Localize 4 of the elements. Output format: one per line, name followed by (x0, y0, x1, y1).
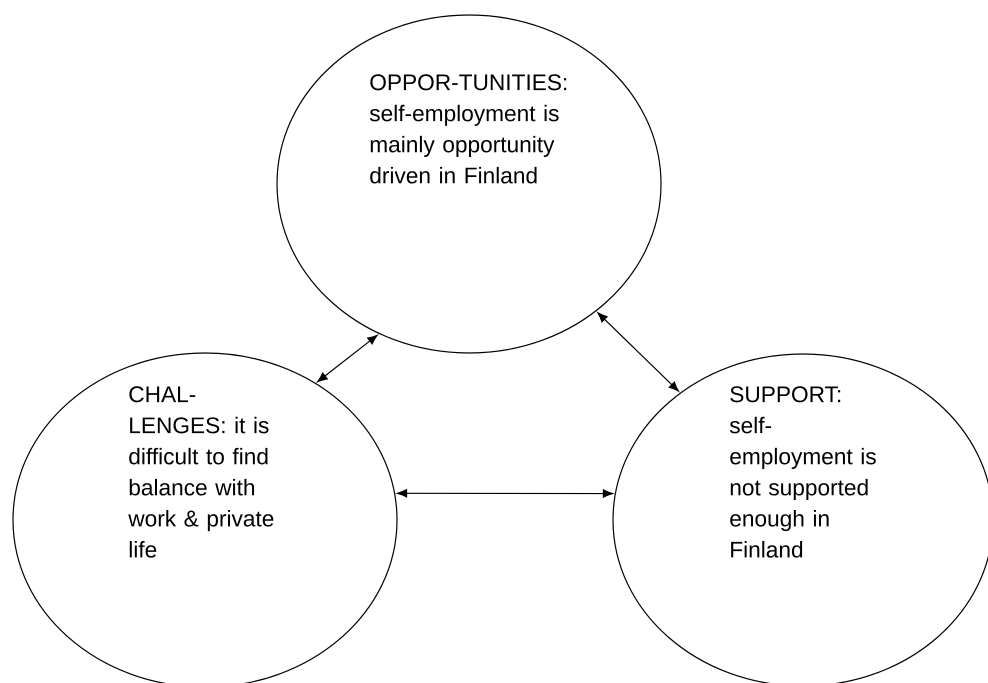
double-arrow (396, 489, 614, 498)
ellipse-node: OPPOR-TUNITIES: self-employment is mainly opportunity driven in Finland (276, 14, 662, 354)
double-arrow (597, 312, 679, 392)
double-arrow (317, 334, 378, 382)
